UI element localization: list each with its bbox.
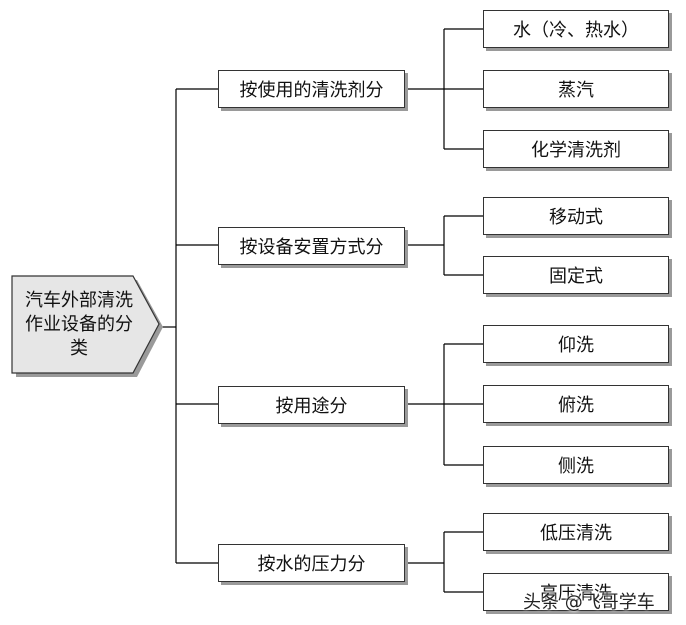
item-box-water: 水（冷、热水） [483,10,669,48]
item-label: 仰洗 [558,335,594,356]
category-label: 按用途分 [275,396,348,417]
item-box-steam: 蒸汽 [483,70,669,108]
root-node: 汽车外部清洗作业设备的分类 [11,275,163,379]
item-label: 高压清洗 [540,583,612,604]
item-box-mobile: 移动式 [483,197,669,235]
item-box-side-wash: 侧洗 [483,446,669,484]
item-label: 移动式 [549,207,603,228]
item-box-downward-wash: 俯洗 [483,385,669,423]
root-node-shape [11,275,163,377]
category-label: 按设备安置方式分 [239,237,384,258]
item-label: 水（冷、热水） [513,20,639,41]
category-box-cleaning-agent: 按使用的清洗剂分 [218,70,405,108]
item-box-chemical-agent: 化学清洗剂 [483,130,669,168]
watermark-text: 头条 @飞哥学车 [523,592,655,613]
root-label: 汽车外部清洗作业设备的分类 [25,290,133,359]
item-box-low-pressure: 低压清洗 [483,513,669,551]
item-box-high-pressure: 高压清洗 [483,573,669,611]
watermark: 头条 @飞哥学车 [523,588,655,614]
item-label: 俯洗 [558,395,594,416]
item-label: 化学清洗剂 [531,140,621,161]
item-box-fixed: 固定式 [483,256,669,294]
item-label: 低压清洗 [540,523,612,544]
item-label: 蒸汽 [558,80,594,101]
category-label: 按使用的清洗剂分 [239,80,384,101]
item-label: 侧洗 [558,456,594,477]
item-label: 固定式 [549,266,603,287]
category-box-usage: 按用途分 [218,386,405,424]
category-box-water-pressure: 按水的压力分 [218,544,405,582]
category-box-placement: 按设备安置方式分 [218,227,405,265]
item-box-upward-wash: 仰洗 [483,325,669,363]
category-label: 按水的压力分 [257,554,366,575]
